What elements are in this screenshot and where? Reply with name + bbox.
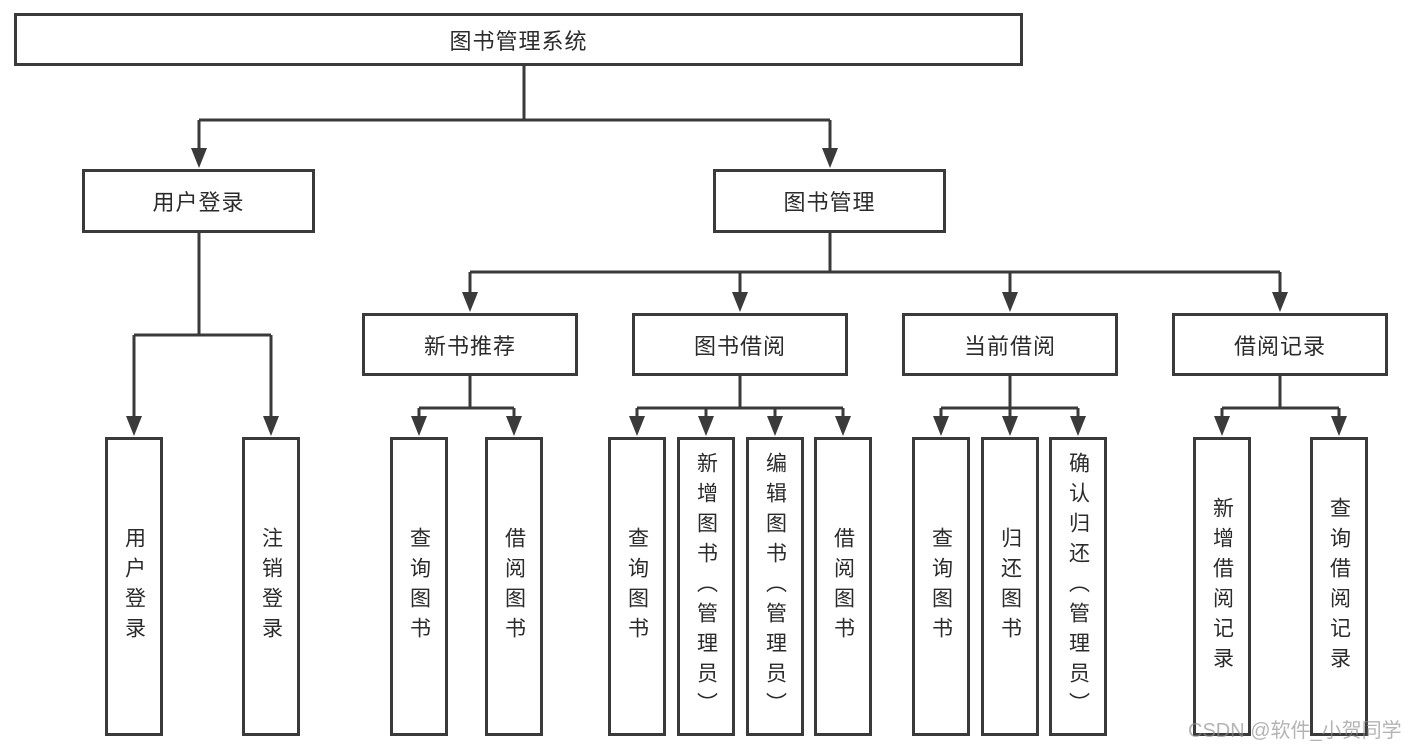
node-new-book-recommendation: 新书推荐 [362, 313, 578, 376]
node-book-management-label: 图书管理 [783, 190, 876, 215]
leaf-confirm-return-admin: 确认归还（管理员） [1049, 437, 1107, 736]
leaf-logout-login: 注销登录 [242, 437, 300, 736]
node-borrowing-records-label: 借阅记录 [1233, 333, 1326, 359]
node-root-label: 图书管理系统 [449, 28, 588, 54]
arrowheads [126, 148, 1347, 436]
leaf-add-borrow-record: 新增借阅记录 [1193, 437, 1251, 736]
node-book-management: 图书管理 [713, 169, 946, 233]
leaf-borrow-books-borrowing: 借阅图书 [814, 437, 872, 736]
leaf-query-books-recommend-label: 查询图书 [407, 526, 431, 647]
node-root: 图书管理系统 [14, 13, 1023, 66]
node-new-book-recommendation-label: 新书推荐 [423, 333, 516, 359]
leaf-query-borrow-record-label: 查询借阅记录 [1327, 496, 1351, 677]
leaf-return-books: 归还图书 [981, 437, 1039, 736]
leaf-add-books-admin-label: 新增图书（管理员） [694, 451, 718, 722]
watermark-text: CSDN @软件_小贺同学 [1188, 720, 1402, 742]
leaf-borrow-books-recommend-label: 借阅图书 [502, 526, 526, 647]
leaf-query-borrow-record: 查询借阅记录 [1310, 437, 1368, 736]
leaf-borrow-books-recommend: 借阅图书 [485, 437, 543, 736]
leaf-borrow-books-borrowing-label: 借阅图书 [831, 526, 855, 647]
node-borrowing-records: 借阅记录 [1172, 313, 1388, 376]
node-current-borrowing: 当前借阅 [902, 313, 1118, 376]
leaf-query-books-current-label: 查询图书 [929, 526, 953, 647]
leaf-add-borrow-record-label: 新增借阅记录 [1210, 496, 1234, 677]
leaf-user-login: 用户登录 [105, 437, 163, 736]
leaf-query-books-borrowing-label: 查询图书 [625, 526, 649, 647]
leaf-add-books-admin: 新增图书（管理员） [677, 437, 735, 736]
node-book-borrowing: 图书借阅 [632, 313, 848, 376]
node-user-login: 用户登录 [82, 169, 315, 233]
leaf-confirm-return-admin-label: 确认归还（管理员） [1066, 451, 1090, 722]
leaf-user-login-label: 用户登录 [122, 526, 146, 647]
leaf-query-books-recommend: 查询图书 [390, 437, 448, 736]
node-book-borrowing-label: 图书借阅 [693, 333, 786, 359]
leaf-edit-books-admin: 编辑图书（管理员） [746, 437, 804, 736]
leaf-edit-books-admin-label: 编辑图书（管理员） [763, 451, 787, 722]
leaf-query-books-current: 查询图书 [912, 437, 970, 736]
tree-edges [132, 66, 1341, 420]
leaf-query-books-borrowing: 查询图书 [608, 437, 666, 736]
leaf-return-books-label: 归还图书 [998, 526, 1022, 647]
node-user-login-label: 用户登录 [152, 190, 245, 215]
node-current-borrowing-label: 当前借阅 [963, 333, 1056, 359]
leaf-logout-login-label: 注销登录 [259, 526, 283, 647]
